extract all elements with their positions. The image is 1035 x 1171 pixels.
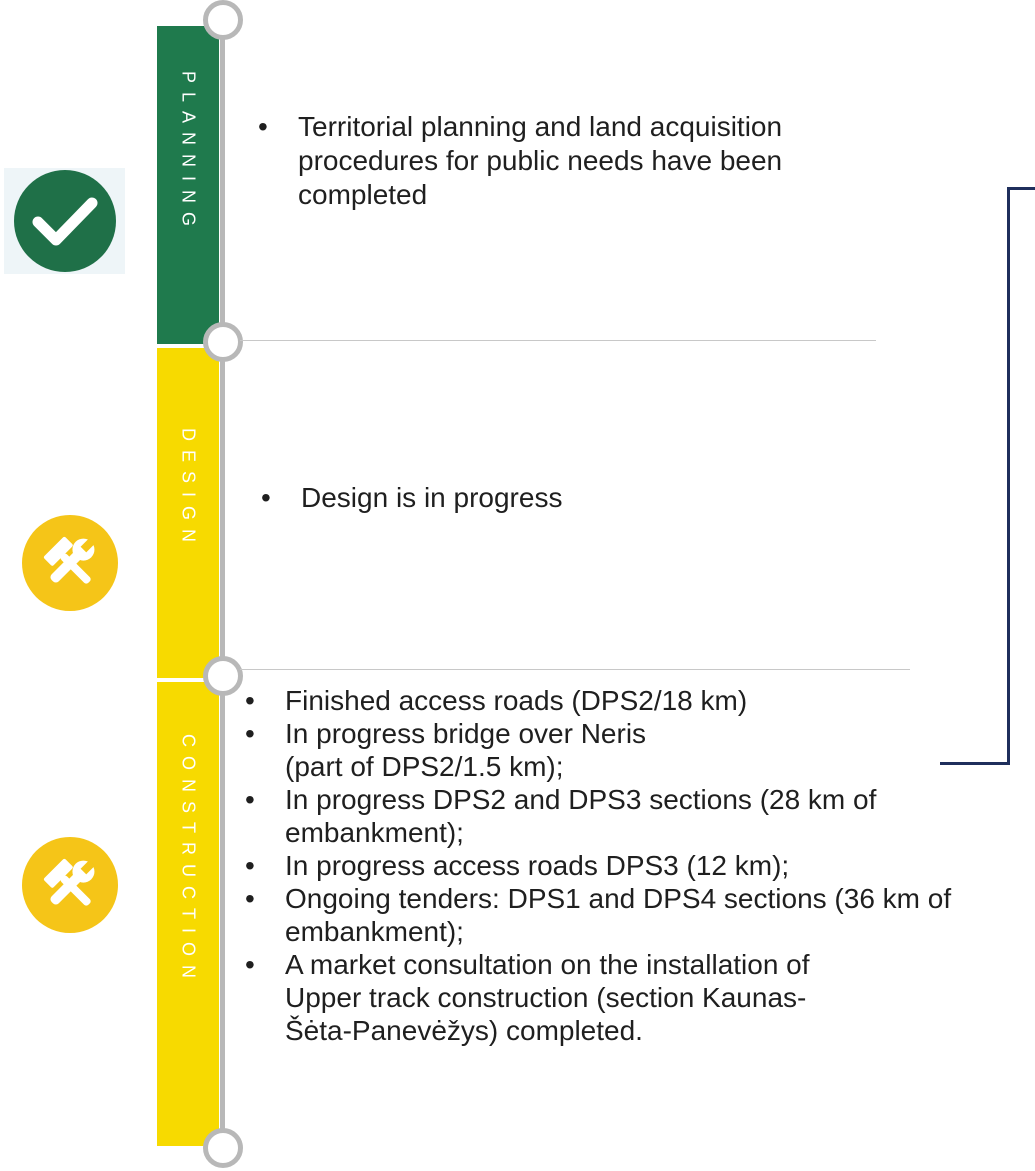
construction-label: CONSTRUCTION <box>178 734 199 987</box>
design-band: DESIGN <box>157 348 219 678</box>
planning-label: PLANNING <box>178 71 199 236</box>
list-item: In progress bridge over Neris (part of D… <box>245 717 705 783</box>
divider <box>240 669 910 670</box>
timeline-node <box>203 322 243 362</box>
planning-status <box>4 168 125 274</box>
bracket <box>940 762 1010 765</box>
tools-icon <box>22 837 118 933</box>
planning-band: PLANNING <box>157 26 219 344</box>
timeline-node <box>203 1128 243 1168</box>
bracket <box>1007 187 1035 190</box>
design-list: Design is in progress <box>261 481 841 515</box>
list-item: Finished access roads (DPS2/18 km) <box>245 684 1035 717</box>
construction-list: Finished access roads (DPS2/18 km) In pr… <box>245 684 1035 1047</box>
planning-list: Territorial planning and land acquisitio… <box>258 110 838 212</box>
construction-band: CONSTRUCTION <box>157 682 219 1146</box>
list-item: Ongoing tenders: DPS1 and DPS4 sections … <box>245 882 985 948</box>
tools-icon <box>22 515 118 611</box>
list-item: In progress access roads DPS3 (12 km); <box>245 849 1035 882</box>
list-item: Design is in progress <box>261 481 841 515</box>
construction-status <box>22 837 118 933</box>
bracket <box>1007 187 1010 765</box>
list-item: Territorial planning and land acquisitio… <box>258 110 838 212</box>
checkmark-icon <box>13 170 116 272</box>
timeline-node <box>203 656 243 696</box>
divider <box>240 340 876 341</box>
design-status <box>22 515 118 611</box>
list-item: A market consultation on the installatio… <box>245 948 845 1047</box>
timeline-line <box>220 26 225 1151</box>
timeline-node <box>203 0 243 40</box>
design-label: DESIGN <box>178 428 199 552</box>
list-item: In progress DPS2 and DPS3 sections (28 k… <box>245 783 1035 849</box>
